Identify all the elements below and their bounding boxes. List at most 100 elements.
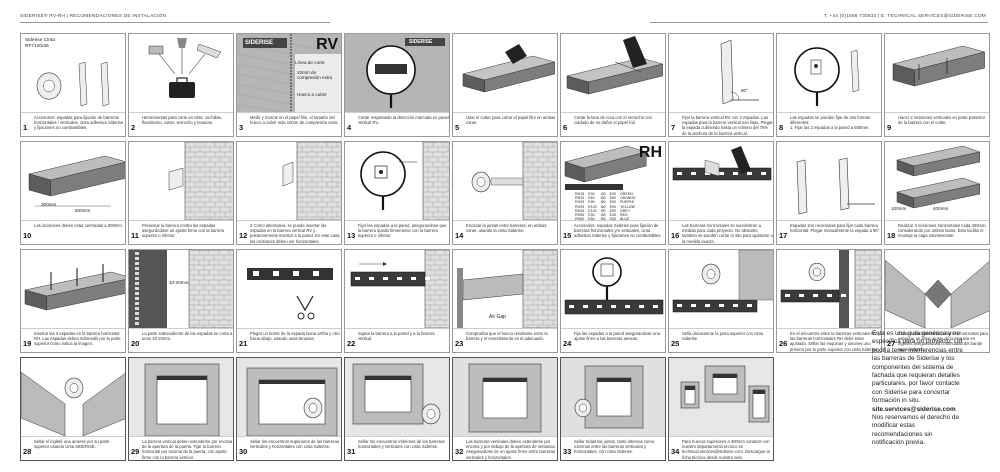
step-illustration-area: Siderise Cinta RF7120/45 <box>21 34 125 112</box>
step-illustration-area <box>453 34 557 112</box>
table-cell: E60 <box>588 217 595 220</box>
step-illustration <box>471 142 557 220</box>
step-number: 25 <box>671 339 680 348</box>
step-illustration-area <box>129 358 233 436</box>
step-number: 9 <box>887 123 892 132</box>
step-number: 30 <box>239 447 248 456</box>
step-illustration <box>129 358 233 436</box>
step-illustration <box>345 34 449 112</box>
step-illustration-area <box>561 34 665 112</box>
table-cell: GREY <box>620 208 631 213</box>
step-illustration <box>21 371 125 436</box>
step-illustration-area <box>237 142 341 220</box>
step-number: 1 <box>23 123 28 132</box>
step-number: 31 <box>347 447 356 456</box>
step-caption-text: Comprueba que el hueco resultante entre … <box>466 331 548 342</box>
step-caption-text: Corta cuidadosamente la barrera horizont… <box>898 331 989 352</box>
brand-label: SIDERISE <box>245 40 274 46</box>
step-number: 27 <box>887 339 896 348</box>
step-illustration-area: 90° <box>669 34 773 112</box>
step-illustration <box>892 45 986 87</box>
step-illustration <box>237 34 341 112</box>
disclaimer-note: Esta es una guía genérica y no específic… <box>866 324 972 446</box>
step-illustration-area <box>777 142 881 220</box>
step-number: 3 <box>239 123 244 132</box>
table-cell: I60 <box>600 200 606 205</box>
step-illustration-area <box>237 250 341 328</box>
step-caption-text: Fijar las espadas a la pared, asegurando… <box>358 223 447 239</box>
step-illustration <box>796 157 875 215</box>
step-caption-text: Las espadas se pueden fijar de dos forma… <box>790 115 871 131</box>
tape-product-label: Siderise Cinta RF7120/45 <box>25 38 55 49</box>
step-number: 14 <box>455 231 464 240</box>
step-illustration-area <box>129 142 233 220</box>
step-number: 6 <box>563 123 568 132</box>
step-illustration-area <box>129 34 233 112</box>
step-number: 7 <box>671 123 676 132</box>
disclaimer-email[interactable]: site.services@siderise.com <box>872 405 956 413</box>
step-illustration-area <box>777 250 881 328</box>
step-number: 4 <box>347 123 352 132</box>
step-panel-7: 90° 7 Fijar la barrera vertical RV con 2 e… <box>668 33 774 137</box>
table-cell: E90 <box>609 208 617 213</box>
step-illustration-area <box>453 358 557 436</box>
step-number: 20 <box>131 339 140 348</box>
step-caption: 7 Fijar la barrera vertical RV con 2 espa… <box>669 112 773 136</box>
step-caption-text: Insertar las 3 espadas en la barrera hor… <box>34 331 121 347</box>
table-cell: E120 <box>588 208 597 213</box>
step-number: 29 <box>131 447 140 456</box>
step-number: 26 <box>779 339 788 348</box>
step-caption-text: Realizar 3 incisiones horizontales cada … <box>898 223 987 239</box>
step-caption-text: Para huecos superiores a 400mm contacte … <box>682 439 770 460</box>
measurement-label: Línea de corte <box>295 60 325 65</box>
measurement-label: 10mm de compresión extra <box>297 70 333 80</box>
step-caption-text: Sellar el ingleté una amente por su part… <box>34 439 110 450</box>
step-illustration <box>564 257 664 315</box>
table-cell: RH25 <box>575 196 585 201</box>
step-illustration-area: 10-20mm <box>129 250 233 328</box>
table-cell: ORANGE <box>620 196 636 201</box>
step-caption-text: Fijar la barrera vertical RV con 2 espad… <box>682 115 773 136</box>
step-illustration <box>462 44 556 93</box>
table-cell: RH50 <box>575 217 585 220</box>
brand-label: SIDERISE <box>409 39 433 45</box>
step-illustration <box>247 268 333 320</box>
step-illustration <box>129 250 233 328</box>
step-illustration-area <box>561 358 665 436</box>
step-illustration-area <box>669 142 773 220</box>
step-illustration <box>237 358 341 436</box>
table-cell: E30 <box>609 213 617 218</box>
step-illustration-area <box>345 250 449 328</box>
